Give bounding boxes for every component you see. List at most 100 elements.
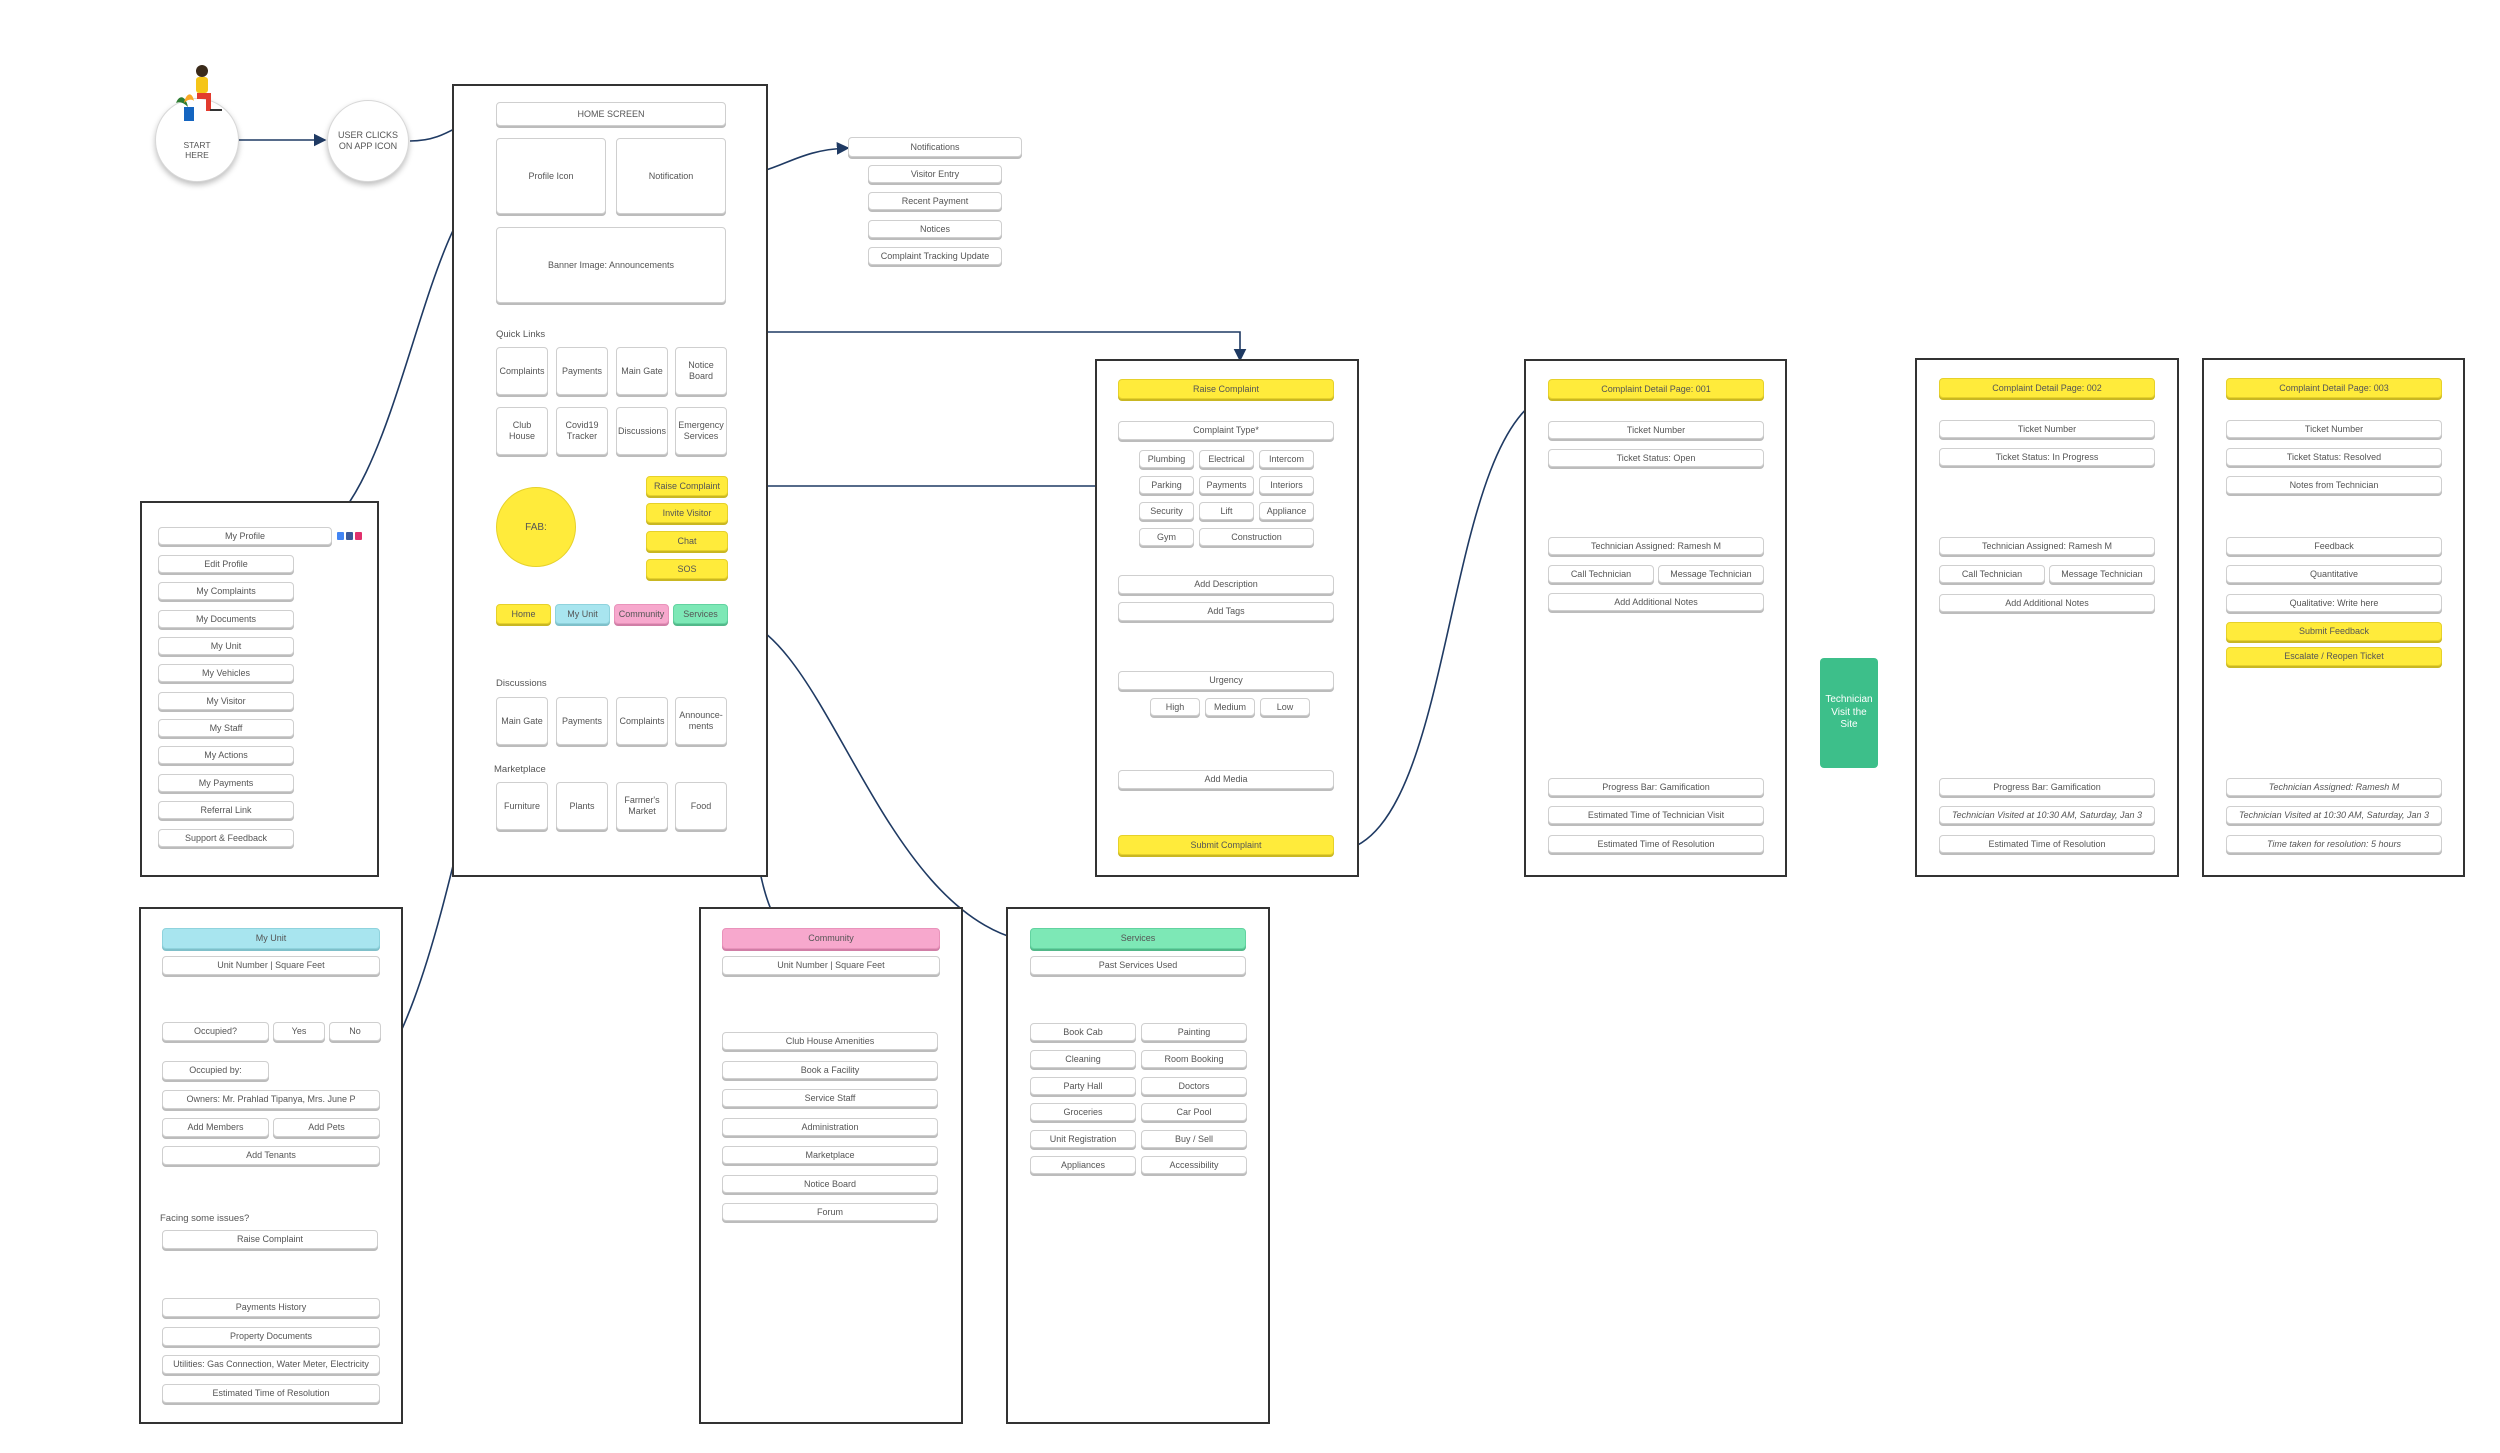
- type-intercom[interactable]: Intercom: [1259, 450, 1314, 468]
- quick-link-covid19[interactable]: Covid19 Tracker: [556, 407, 608, 455]
- type-payments[interactable]: Payments: [1199, 476, 1254, 494]
- myunit-eta-resolution[interactable]: Estimated Time of Resolution: [162, 1384, 380, 1403]
- service-accessibility[interactable]: Accessibility: [1141, 1156, 1247, 1174]
- type-parking[interactable]: Parking: [1139, 476, 1194, 494]
- notif-visitor-entry[interactable]: Visitor Entry: [868, 165, 1002, 183]
- detail1-notes[interactable]: Add Additional Notes: [1548, 593, 1764, 611]
- profile-payments[interactable]: My Payments: [158, 774, 294, 792]
- fab-invite-visitor[interactable]: Invite Visitor: [646, 503, 728, 523]
- quick-link-payments[interactable]: Payments: [556, 347, 608, 395]
- raise-add-tags[interactable]: Add Tags: [1118, 602, 1334, 621]
- market-furniture[interactable]: Furniture: [496, 782, 548, 830]
- community-service-staff[interactable]: Service Staff: [722, 1089, 938, 1107]
- quick-link-emergency[interactable]: Emergency Services: [675, 407, 727, 455]
- service-room-booking[interactable]: Room Booking: [1141, 1050, 1247, 1068]
- tab-community[interactable]: Community: [614, 604, 669, 624]
- profile-vehicles[interactable]: My Vehicles: [158, 664, 294, 682]
- service-groceries[interactable]: Groceries: [1030, 1103, 1136, 1121]
- profile-icon-box[interactable]: Profile Icon: [496, 138, 606, 214]
- service-unit-registration[interactable]: Unit Registration: [1030, 1130, 1136, 1148]
- service-painting[interactable]: Painting: [1141, 1023, 1247, 1041]
- market-farmers[interactable]: Farmer's Market: [616, 782, 668, 830]
- service-cleaning[interactable]: Cleaning: [1030, 1050, 1136, 1068]
- discussion-payments[interactable]: Payments: [556, 697, 608, 745]
- myunit-add-tenants[interactable]: Add Tenants: [162, 1146, 380, 1165]
- community-club-house[interactable]: Club House Amenities: [722, 1032, 938, 1050]
- fab-button[interactable]: FAB:: [496, 487, 576, 567]
- myunit-no[interactable]: No: [329, 1022, 381, 1041]
- quick-link-main-gate[interactable]: Main Gate: [616, 347, 668, 395]
- discussion-announcements[interactable]: Announce- ments: [675, 697, 727, 745]
- myunit-property-documents[interactable]: Property Documents: [162, 1327, 380, 1346]
- urgency-medium[interactable]: Medium: [1205, 698, 1255, 716]
- tab-home[interactable]: Home: [496, 604, 551, 624]
- community-book-facility[interactable]: Book a Facility: [722, 1061, 938, 1079]
- raise-add-media[interactable]: Add Media: [1118, 770, 1334, 789]
- service-buy-sell[interactable]: Buy / Sell: [1141, 1130, 1247, 1148]
- profile-staff[interactable]: My Staff: [158, 719, 294, 737]
- raise-add-description[interactable]: Add Description: [1118, 575, 1334, 594]
- service-book-cab[interactable]: Book Cab: [1030, 1023, 1136, 1041]
- community-marketplace[interactable]: Marketplace: [722, 1146, 938, 1164]
- detail3-submit-feedback[interactable]: Submit Feedback: [2226, 622, 2442, 641]
- profile-complaints[interactable]: My Complaints: [158, 582, 294, 600]
- type-appliance[interactable]: Appliance: [1259, 502, 1314, 520]
- myunit-add-members[interactable]: Add Members: [162, 1118, 269, 1137]
- profile-support[interactable]: Support & Feedback: [158, 829, 294, 847]
- discussion-main-gate[interactable]: Main Gate: [496, 697, 548, 745]
- notification-box[interactable]: Notification: [616, 138, 726, 214]
- myunit-yes[interactable]: Yes: [273, 1022, 325, 1041]
- detail3-qualitative[interactable]: Qualitative: Write here: [2226, 594, 2442, 612]
- detail3-escalate[interactable]: Escalate / Reopen Ticket: [2226, 647, 2442, 666]
- quick-link-discussions[interactable]: Discussions: [616, 407, 668, 455]
- notif-complaint-tracking[interactable]: Complaint Tracking Update: [868, 247, 1002, 265]
- urgency-low[interactable]: Low: [1260, 698, 1310, 716]
- fab-sos[interactable]: SOS: [646, 559, 728, 579]
- community-administration[interactable]: Administration: [722, 1118, 938, 1136]
- profile-actions[interactable]: My Actions: [158, 746, 294, 764]
- service-appliances[interactable]: Appliances: [1030, 1156, 1136, 1174]
- quick-link-complaints[interactable]: Complaints: [496, 347, 548, 395]
- market-plants[interactable]: Plants: [556, 782, 608, 830]
- detail2-notes[interactable]: Add Additional Notes: [1939, 594, 2155, 612]
- type-plumbing[interactable]: Plumbing: [1139, 450, 1194, 468]
- discussion-complaints[interactable]: Complaints: [616, 697, 668, 745]
- profile-unit[interactable]: My Unit: [158, 637, 294, 655]
- quick-link-club-house[interactable]: Club House: [496, 407, 548, 455]
- community-notice-board[interactable]: Notice Board: [722, 1175, 938, 1193]
- quick-link-notice-board[interactable]: Notice Board: [675, 347, 727, 395]
- detail1-message[interactable]: Message Technician: [1658, 565, 1764, 583]
- raise-complaint-type[interactable]: Complaint Type*: [1118, 421, 1334, 440]
- notif-notices[interactable]: Notices: [868, 220, 1002, 238]
- service-car-pool[interactable]: Car Pool: [1141, 1103, 1247, 1121]
- myunit-payments-history[interactable]: Payments History: [162, 1298, 380, 1317]
- service-party-hall[interactable]: Party Hall: [1030, 1077, 1136, 1095]
- tab-my-unit[interactable]: My Unit: [555, 604, 610, 624]
- myunit-add-pets[interactable]: Add Pets: [273, 1118, 380, 1137]
- notif-recent-payment[interactable]: Recent Payment: [868, 192, 1002, 210]
- detail1-call[interactable]: Call Technician: [1548, 565, 1654, 583]
- type-interiors[interactable]: Interiors: [1259, 476, 1314, 494]
- profile-visitor[interactable]: My Visitor: [158, 692, 294, 710]
- type-electrical[interactable]: Electrical: [1199, 450, 1254, 468]
- profile-referral[interactable]: Referral Link: [158, 801, 294, 819]
- detail2-call[interactable]: Call Technician: [1939, 565, 2045, 583]
- community-forum[interactable]: Forum: [722, 1203, 938, 1221]
- type-construction[interactable]: Construction: [1199, 528, 1314, 546]
- urgency-high[interactable]: High: [1150, 698, 1200, 716]
- myunit-utilities[interactable]: Utilities: Gas Connection, Water Meter, …: [162, 1355, 380, 1374]
- fab-raise-complaint[interactable]: Raise Complaint: [646, 476, 728, 496]
- myunit-raise-complaint[interactable]: Raise Complaint: [162, 1230, 378, 1249]
- service-doctors[interactable]: Doctors: [1141, 1077, 1247, 1095]
- market-food[interactable]: Food: [675, 782, 727, 830]
- type-security[interactable]: Security: [1139, 502, 1194, 520]
- detail3-quantitative[interactable]: Quantitative: [2226, 565, 2442, 583]
- tab-services[interactable]: Services: [673, 604, 728, 624]
- raise-submit[interactable]: Submit Complaint: [1118, 835, 1334, 855]
- fab-chat[interactable]: Chat: [646, 531, 728, 551]
- type-lift[interactable]: Lift: [1199, 502, 1254, 520]
- type-gym[interactable]: Gym: [1139, 528, 1194, 546]
- profile-documents[interactable]: My Documents: [158, 610, 294, 628]
- profile-edit[interactable]: Edit Profile: [158, 555, 294, 573]
- detail2-message[interactable]: Message Technician: [2049, 565, 2155, 583]
